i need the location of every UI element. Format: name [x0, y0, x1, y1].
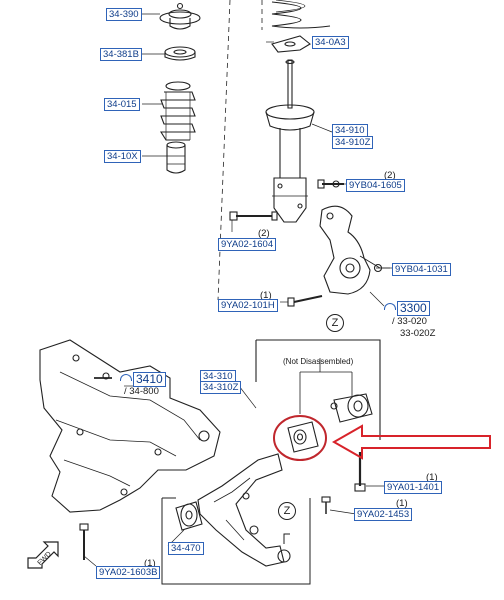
- qty-bolt-1453: (1): [396, 498, 408, 509]
- strut-mount-drawing: [159, 2, 201, 30]
- label-bolt-1603b[interactable]: 9YA02-1603B: [96, 566, 161, 579]
- nut-drawing: [287, 263, 390, 307]
- qty-bolt-1603b: (1): [144, 558, 156, 569]
- label-crossmember-group[interactable]: 3410: [133, 372, 166, 387]
- label-bearing[interactable]: 34-381B: [100, 48, 142, 61]
- qty-bolt-1401: (1): [426, 472, 438, 483]
- bearing-drawing: [164, 46, 196, 61]
- label-bolt-101h[interactable]: 9YA02-101H: [218, 299, 278, 312]
- label-nut-1031[interactable]: 9YB04-1031: [392, 263, 451, 276]
- label-bolt-1605[interactable]: 9YB04-1605: [346, 179, 405, 192]
- front-direction-icon: FWD: [27, 541, 59, 569]
- label-bushing[interactable]: 34-470: [168, 542, 204, 555]
- qty-bolt-1604: (2): [258, 228, 270, 239]
- label-bolt-1453[interactable]: 9YA02-1453: [354, 508, 413, 521]
- rear-bushing-drawing: [175, 501, 203, 531]
- not-disassembled-note: (Not Disassembled): [283, 357, 354, 366]
- spring-seat-drawing: [271, 35, 311, 53]
- group-hook-3300: [384, 303, 396, 310]
- zone-marker-knuckle: Z: [326, 314, 344, 332]
- label-spring-seat[interactable]: 34-0A3: [312, 36, 349, 49]
- strut-assembly-drawing: [265, 59, 315, 223]
- label-strut-mount[interactable]: 34-390: [106, 8, 142, 21]
- label-knuckle-group[interactable]: 3300: [397, 301, 430, 316]
- qty-bolt-101h: (1): [260, 290, 272, 301]
- label-bolt-1604[interactable]: 9YA02-1604: [218, 238, 277, 251]
- bolt-drawing: [229, 179, 344, 221]
- label-strut-assembly-alt[interactable]: 34-910Z: [332, 136, 374, 149]
- label-crossmember: / 34-800: [124, 386, 159, 397]
- dust-boot-drawing: [160, 81, 196, 141]
- qty-bolt-1605: (2): [384, 170, 396, 181]
- label-dust-boot[interactable]: 34-015: [104, 98, 140, 111]
- long-bolt-drawing: [321, 452, 366, 514]
- guide-line: [217, 0, 231, 301]
- detail-box: [161, 339, 381, 585]
- zone-marker-arm: Z: [278, 502, 296, 520]
- bushing-drawing: [273, 415, 327, 461]
- lower-arm-drawing: [197, 453, 291, 567]
- highlight-arrow: [331, 424, 491, 460]
- label-bump-stop[interactable]: 34-10X: [104, 150, 141, 163]
- label-knuckle-a: / 33-020: [392, 316, 427, 327]
- bump-stop-drawing: [166, 141, 186, 174]
- label-bolt-1401[interactable]: 9YA01-1401: [384, 481, 443, 494]
- coil-spring-drawing: [271, 0, 331, 29]
- group-hook-3410: [120, 374, 132, 381]
- bracket-bushing-drawing: [330, 393, 373, 423]
- leader-lines: [83, 13, 400, 567]
- label-lower-arm-alt[interactable]: 34-310Z: [200, 381, 242, 394]
- knuckle-drawing: [319, 205, 381, 295]
- label-knuckle-b: 33-020Z: [400, 328, 436, 339]
- strut-mount-pin: [332, 180, 340, 188]
